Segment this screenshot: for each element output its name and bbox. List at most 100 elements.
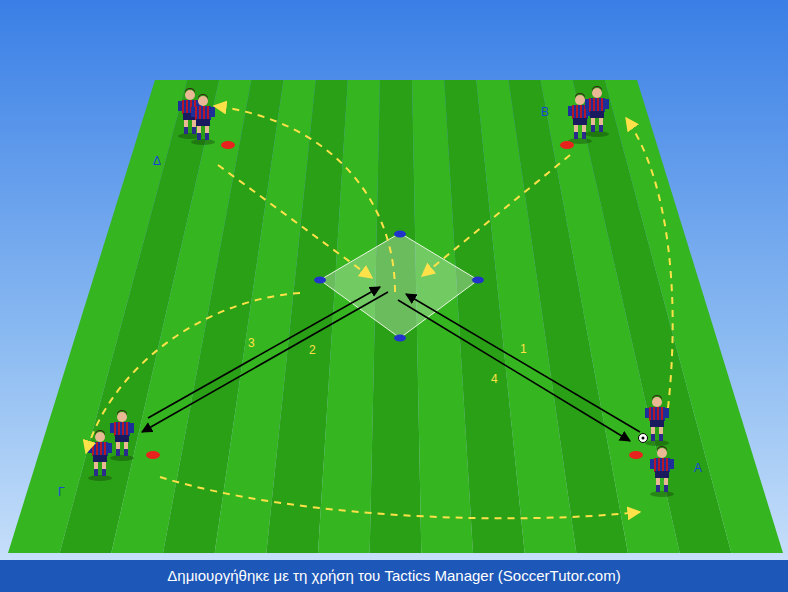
shirt-stripe bbox=[96, 442, 98, 456]
shirt-stripe bbox=[661, 407, 663, 421]
player-sock bbox=[582, 132, 586, 139]
player-sock bbox=[124, 449, 128, 456]
player-sock bbox=[656, 485, 660, 492]
pitch-stripe bbox=[605, 80, 783, 553]
player-hair bbox=[575, 93, 585, 99]
callout-number: 4 bbox=[491, 372, 498, 386]
shirt-stripe bbox=[601, 98, 603, 112]
player-shirt bbox=[589, 98, 605, 112]
player-hair bbox=[198, 94, 208, 100]
player-sock bbox=[599, 125, 603, 132]
player-shorts bbox=[650, 420, 664, 427]
player-arm bbox=[568, 106, 572, 116]
player bbox=[191, 94, 215, 145]
player-arm bbox=[670, 459, 674, 469]
movement-paths bbox=[86, 106, 673, 518]
player-arm bbox=[130, 423, 134, 433]
player-shirt bbox=[114, 422, 130, 436]
player-sock bbox=[197, 133, 201, 140]
player-leg bbox=[184, 118, 188, 134]
player-arm bbox=[650, 459, 654, 469]
cones bbox=[146, 141, 643, 459]
player-shirt bbox=[195, 106, 211, 120]
player-head bbox=[198, 96, 208, 106]
shirt-stripe bbox=[126, 422, 128, 436]
player bbox=[585, 86, 609, 137]
player-arm bbox=[605, 99, 609, 109]
player-shorts bbox=[573, 118, 587, 125]
player-arm bbox=[178, 101, 182, 111]
shirt-stripe bbox=[203, 106, 205, 120]
shirt-stripe bbox=[580, 105, 582, 119]
player bbox=[650, 446, 674, 497]
player-arm bbox=[108, 443, 112, 453]
player-leg bbox=[94, 460, 98, 476]
callout-number: 3 bbox=[248, 336, 255, 350]
player-shorts bbox=[115, 435, 129, 442]
player-sock bbox=[664, 485, 668, 492]
player-head bbox=[652, 397, 662, 407]
shirt-stripe bbox=[666, 458, 668, 472]
player-arm bbox=[665, 408, 669, 418]
caption: Δημιουργήθηκε με τη χρήση του Tactics Ma… bbox=[0, 567, 788, 585]
player-leg bbox=[574, 123, 578, 139]
shirt-stripe bbox=[182, 100, 184, 114]
player-leg bbox=[102, 460, 106, 476]
player-leg bbox=[192, 118, 196, 134]
player-sock bbox=[192, 127, 196, 134]
player-sock bbox=[651, 434, 655, 441]
player-leg bbox=[664, 476, 668, 492]
player-leg bbox=[582, 123, 586, 139]
player-head bbox=[592, 88, 602, 98]
callout-number: 2 bbox=[309, 343, 316, 357]
player-leg bbox=[205, 124, 209, 140]
player bbox=[568, 93, 592, 144]
shirt-stripe bbox=[104, 442, 106, 456]
player-leg bbox=[591, 116, 595, 132]
shirt-stripe bbox=[572, 105, 574, 119]
group-label: Α bbox=[694, 461, 702, 475]
pitch bbox=[8, 80, 783, 553]
player-sock bbox=[94, 469, 98, 476]
player-sock bbox=[116, 449, 120, 456]
group-label: Δ bbox=[153, 154, 161, 168]
player-shadow bbox=[585, 131, 609, 137]
player-hair bbox=[652, 395, 662, 401]
player-shirt bbox=[92, 442, 108, 456]
group-label: Β bbox=[541, 105, 549, 119]
shirt-stripe bbox=[118, 422, 120, 436]
shirt-stripe bbox=[100, 442, 102, 456]
player-sock bbox=[574, 132, 578, 139]
player-arm bbox=[191, 107, 195, 117]
shirt-stripe bbox=[122, 422, 124, 436]
shirt-stripe bbox=[114, 422, 116, 436]
player-sock bbox=[184, 127, 188, 134]
player-leg bbox=[116, 440, 120, 456]
shirt-stripe bbox=[597, 98, 599, 112]
player-leg bbox=[651, 425, 655, 441]
player-hair bbox=[592, 86, 602, 92]
shirt-stripe bbox=[658, 458, 660, 472]
players bbox=[88, 86, 674, 497]
player-head bbox=[575, 95, 585, 105]
player-shadow bbox=[191, 139, 215, 145]
player bbox=[645, 395, 669, 446]
player-shorts bbox=[93, 455, 107, 462]
player-hair bbox=[117, 410, 127, 416]
player-head bbox=[185, 90, 195, 100]
shirt-stripe bbox=[195, 106, 197, 120]
player-head bbox=[95, 432, 105, 442]
shirt-stripe bbox=[92, 442, 94, 456]
pass-arrows bbox=[142, 287, 640, 441]
player-shirt bbox=[654, 458, 670, 472]
player-shadow bbox=[88, 475, 112, 481]
shirt-stripe bbox=[589, 98, 591, 112]
player-shadow bbox=[645, 440, 669, 446]
shirt-stripe bbox=[576, 105, 578, 119]
player-shorts bbox=[590, 111, 604, 118]
shirt-stripe bbox=[207, 106, 209, 120]
shirt-stripe bbox=[199, 106, 201, 120]
shirt-stripe bbox=[593, 98, 595, 112]
player-arm bbox=[110, 423, 114, 433]
